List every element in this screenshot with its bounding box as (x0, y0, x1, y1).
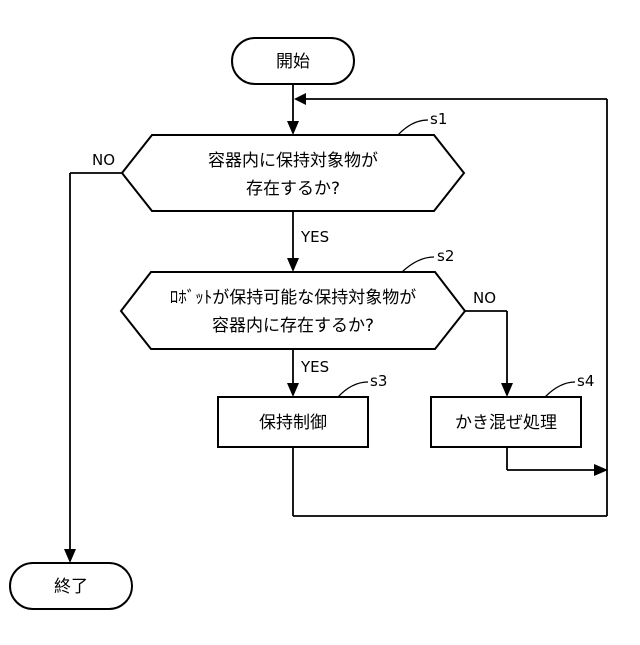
decision-s2-shape (121, 272, 465, 349)
step-s1-leader (398, 120, 428, 135)
start-label: 開始 (276, 52, 310, 72)
step-s3-leader (338, 382, 368, 397)
arrowhead-s4-top (501, 383, 513, 397)
process-s4-label: かき混ぜ処理 (455, 413, 557, 433)
end-terminal: 終了 (10, 563, 132, 609)
decision-s1-line2: 存在するか? (246, 179, 340, 199)
start-terminal: 開始 (232, 38, 354, 84)
decision-s1-line1: 容器内に保持対象物が (208, 151, 378, 171)
arrowhead-s1-top (287, 121, 299, 135)
edge-label-s1-yes: YES (300, 228, 329, 246)
arrowhead-s4-loop (594, 464, 608, 476)
step-s4-leader (545, 382, 575, 397)
edge-label-s2-yes: YES (300, 358, 329, 376)
step-s2-leader (402, 257, 434, 272)
process-s3-label: 保持制御 (259, 413, 327, 433)
arrowhead-end-top (64, 549, 76, 563)
decision-s2-line1: ﾛﾎﾞｯﾄが保持可能な保持対象物が (170, 288, 417, 308)
edge-label-s1-no: NO (92, 151, 115, 169)
arrowhead-s3-top (287, 383, 299, 397)
end-label: 終了 (54, 577, 88, 597)
step-s1-label: s1 (430, 110, 447, 128)
process-s3: 保持制御 s3 (218, 372, 387, 447)
decision-s2-line2: 容器内に存在するか? (212, 316, 374, 336)
step-s4-label: s4 (577, 372, 594, 390)
step-s2-label: s2 (437, 247, 454, 265)
decision-s1-shape (122, 135, 464, 211)
arrowhead-loop-return (294, 93, 306, 105)
arrowhead-s2-top (287, 258, 299, 272)
edge-label-s2-no: NO (473, 289, 496, 307)
step-s3-label: s3 (370, 372, 387, 390)
